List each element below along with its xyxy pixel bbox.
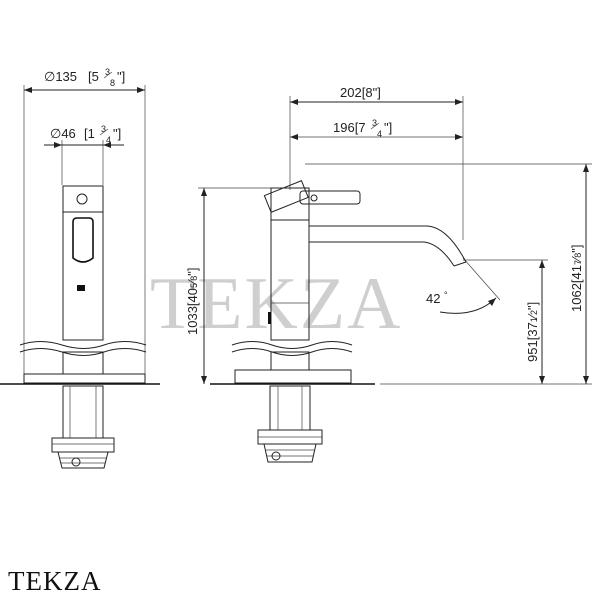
svg-text:4: 4	[377, 129, 382, 139]
height-outlet-dimension: 951[371⁄2"]	[463, 259, 548, 384]
height-total-dimension: 1033[405⁄8"]	[185, 187, 275, 384]
front-view: ∅135 [5 3 8 "] ∅46 [1 3 4 "]	[0, 67, 160, 469]
svg-text:4: 4	[106, 135, 111, 145]
side-view: 202[8"] 196[7 3 4 "] 1033[405⁄8"] 951[37…	[185, 85, 592, 463]
svg-text:1062[417⁄8"]: 1062[417⁄8"]	[569, 245, 584, 312]
body-diameter-dimension: ∅46 [1 3 4 "]	[44, 124, 124, 185]
svg-text:42: 42	[426, 291, 440, 306]
side-faucet-body	[210, 180, 467, 463]
svg-text:3: 3	[101, 124, 106, 134]
svg-text:951[371⁄2"]: 951[371⁄2"]	[525, 302, 540, 362]
brand-label: TEKZA	[8, 566, 102, 596]
height-lever-dimension: 1062[417⁄8"]	[305, 163, 592, 385]
watermark-text: TEKZA	[150, 263, 403, 345]
spout-angle-dimension: 42 °	[426, 257, 501, 314]
svg-text:[5: [5	[88, 69, 99, 84]
svg-text:1033[405⁄8"]: 1033[405⁄8"]	[185, 268, 200, 335]
svg-text:"]: "]	[384, 120, 392, 135]
svg-text:"]: "]	[117, 69, 125, 84]
reach-spout-dimension: 196[7 3 4 "]	[290, 118, 463, 140]
svg-text:3: 3	[105, 67, 110, 77]
svg-text:3: 3	[372, 118, 377, 128]
svg-text:"]: "]	[113, 126, 121, 141]
outer-diameter-dimension: ∅135 [5 3 8 "]	[23, 67, 146, 380]
svg-text:∅135: ∅135	[44, 69, 77, 84]
front-faucet-body	[0, 185, 160, 469]
svg-text:°: °	[444, 290, 448, 300]
svg-text:[1: [1	[84, 126, 95, 141]
reach-total-dimension: 202[8"]	[289, 85, 464, 240]
svg-text:∅46: ∅46	[50, 126, 76, 141]
svg-text:196[7: 196[7	[333, 120, 366, 135]
svg-text:202[8"]: 202[8"]	[340, 85, 381, 100]
svg-text:8: 8	[110, 78, 115, 88]
